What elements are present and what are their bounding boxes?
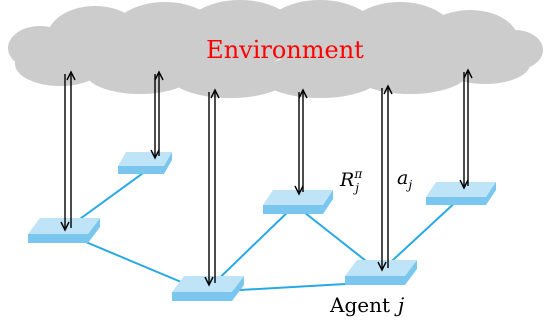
agent-environment-arrows (60, 68, 473, 287)
action-symbol: a (397, 167, 408, 189)
agent-platform (172, 276, 244, 301)
double-arrow (150, 70, 164, 160)
agent-platform (118, 152, 172, 174)
action-label: aj (397, 167, 412, 192)
agent-platform (345, 260, 417, 285)
agent-platform (426, 182, 496, 205)
environment-label: Environment (206, 36, 364, 64)
action-subscript: j (405, 178, 412, 192)
environment-cloud (8, 0, 543, 98)
agent-platform (28, 218, 100, 243)
agent-prefix: Agent (329, 293, 390, 317)
double-arrow (377, 84, 393, 272)
reward-superscript: π (353, 167, 363, 181)
double-arrow (459, 68, 473, 190)
agent-platforms (28, 152, 496, 301)
reward-subscript: j (352, 181, 359, 195)
double-arrow (204, 88, 220, 287)
agent-platform (263, 190, 333, 214)
reward-symbol: R (339, 169, 354, 191)
network-link (379, 197, 461, 273)
double-arrow (60, 70, 76, 232)
agent-index: j (394, 293, 404, 317)
double-arrow (294, 88, 308, 196)
